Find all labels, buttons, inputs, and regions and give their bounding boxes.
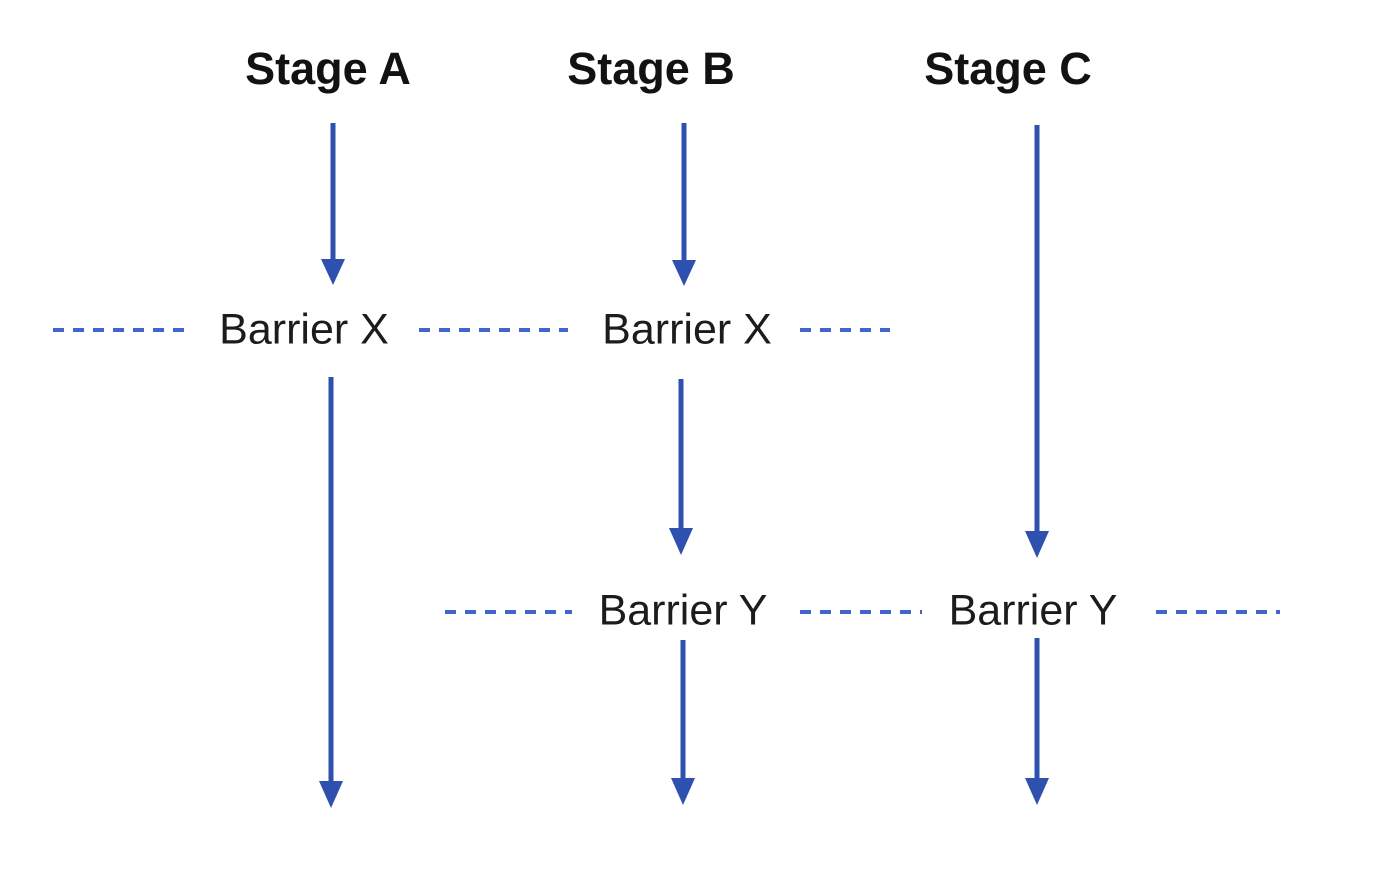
stage-a-top-arrow [321, 123, 345, 285]
arrow-head-icon [669, 528, 693, 555]
arrow-head-icon [671, 778, 695, 805]
stage-c-long-arrow [1025, 125, 1049, 558]
arrow-head-icon [319, 781, 343, 808]
arrow-head-icon [1025, 778, 1049, 805]
barrier-x-label-stage-a: Barrier X [213, 306, 395, 354]
stage-a-label: Stage A [245, 43, 411, 94]
arrow-head-icon [1025, 531, 1049, 558]
barrier-y-label-stage-b: Barrier Y [592, 587, 774, 635]
stage-b-top-arrow [672, 123, 696, 286]
arrow-head-icon [672, 260, 696, 286]
stage-b-middle-arrow [669, 379, 693, 555]
stage-c-label: Stage C [924, 43, 1092, 94]
stage-a-long-arrow [319, 377, 343, 808]
stage-b-bottom-arrow [671, 640, 695, 805]
barrier-x-label-stage-b: Barrier X [596, 306, 778, 354]
stage-c-bottom-arrow [1025, 638, 1049, 805]
stage-b-label: Stage B [567, 43, 735, 94]
arrow-head-icon [321, 259, 345, 285]
barrier-y-label-stage-c: Barrier Y [942, 587, 1124, 635]
